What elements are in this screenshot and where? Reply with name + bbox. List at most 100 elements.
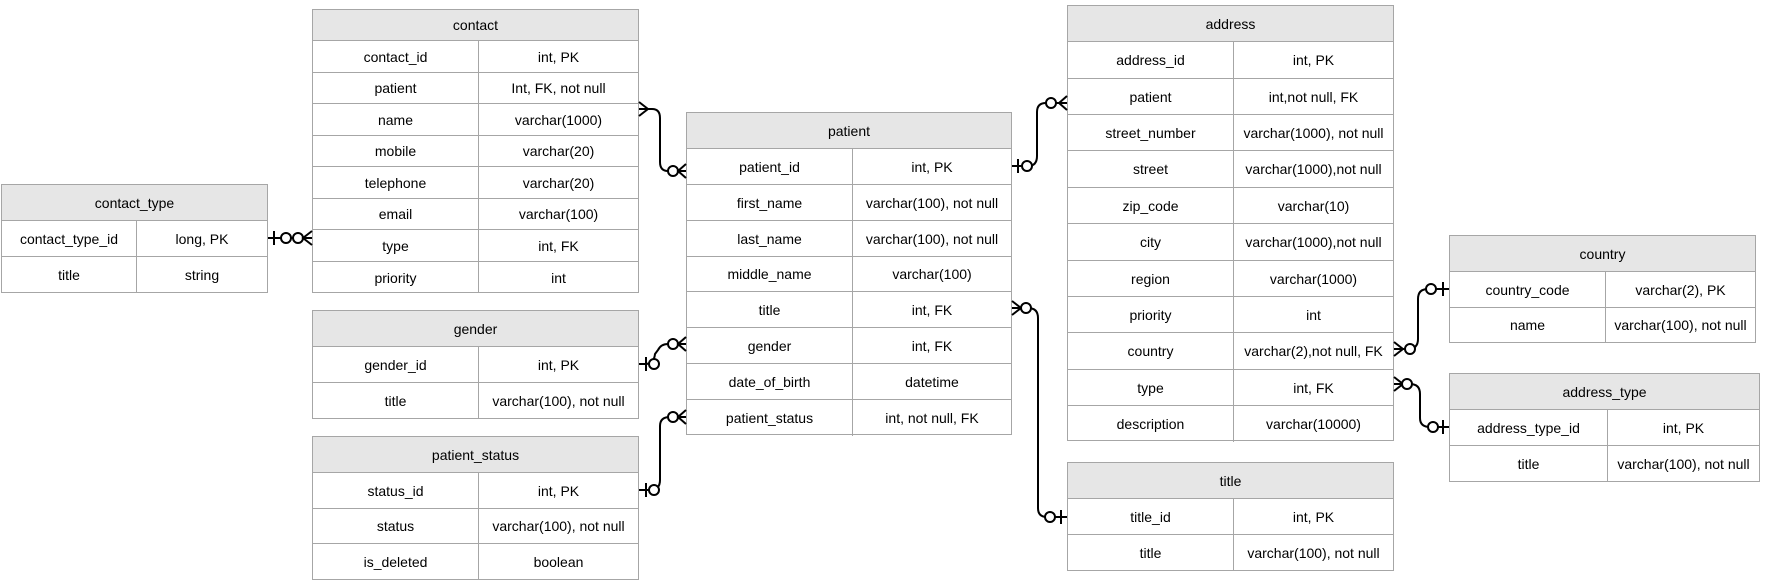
entity-header: contact xyxy=(313,10,638,41)
field-name: date_of_birth xyxy=(687,364,853,399)
entity-header: address xyxy=(1068,6,1393,42)
field-type: varchar(2), PK xyxy=(1635,281,1726,298)
table-row: telephone varchar(20) xyxy=(313,167,638,199)
field-name: contact_id xyxy=(313,41,479,72)
field-name: region xyxy=(1068,261,1234,296)
field-name: first_name xyxy=(687,185,853,220)
entity-header: contact_type xyxy=(2,185,267,221)
field-name: middle_name xyxy=(687,257,853,291)
field-type: varchar(100), not null xyxy=(492,392,625,409)
field-name: street xyxy=(1068,151,1234,187)
field-type: long, PK xyxy=(175,230,229,247)
table-row: name varchar(100), not null xyxy=(1450,308,1755,342)
relation-address-type xyxy=(1393,376,1449,434)
field-name: gender xyxy=(687,328,853,363)
field-name: street_number xyxy=(1068,115,1234,150)
field-name: name xyxy=(1450,308,1606,342)
table-row: priority int xyxy=(1068,297,1393,333)
field-name: last_name xyxy=(687,221,853,256)
field-type: varchar(100) xyxy=(518,206,599,222)
field-type: varchar(100), not null xyxy=(865,194,999,211)
field-type: int, FK xyxy=(538,237,579,254)
relation-patient-address xyxy=(1012,95,1068,173)
field-type: varchar(1000) xyxy=(514,111,603,128)
table-row: status varchar(100), not null xyxy=(313,509,638,544)
field-type: int, PK xyxy=(1662,419,1705,436)
entity-header: patient xyxy=(687,113,1011,149)
field-type: varchar(1000),not null xyxy=(1245,234,1382,250)
field-type: int, PK xyxy=(1292,508,1335,525)
field-name: gender_id xyxy=(313,347,479,382)
field-type: varchar(100), not null xyxy=(1614,317,1747,333)
field-type: int, PK xyxy=(537,48,580,65)
table-row: title string xyxy=(2,257,267,292)
table-row: title_id int, PK xyxy=(1068,499,1393,535)
field-name: name xyxy=(313,104,479,135)
table-row: country_code varchar(2), PK xyxy=(1450,272,1755,308)
field-type: int, not null, FK xyxy=(885,410,979,426)
field-type: varchar(1000) xyxy=(1269,270,1358,287)
table-row: priority int xyxy=(313,262,638,293)
table-row: street varchar(1000),not null xyxy=(1068,151,1393,188)
field-name: telephone xyxy=(313,167,479,198)
field-name: patient xyxy=(313,73,479,103)
field-name: title xyxy=(2,257,137,292)
entity-header: patient_status xyxy=(313,437,638,473)
field-type: boolean xyxy=(533,553,584,570)
field-type: int, FK xyxy=(1293,379,1334,396)
field-name: priority xyxy=(1068,297,1234,332)
table-row: zip_code varchar(10) xyxy=(1068,188,1393,224)
field-name: priority xyxy=(313,262,479,293)
field-type: varchar(1000), not null xyxy=(1243,124,1384,141)
field-type: string xyxy=(184,266,220,283)
entity-header: address_type xyxy=(1450,374,1759,410)
field-name: patient xyxy=(1068,79,1234,114)
field-type: varchar(1000),not null xyxy=(1245,161,1382,177)
field-type: int xyxy=(1306,306,1321,323)
field-type: int, PK xyxy=(537,356,580,373)
table-row: date_of_birth datetime xyxy=(687,364,1011,400)
field-type: int, FK xyxy=(911,337,953,354)
field-type: varchar(10) xyxy=(1277,197,1350,214)
field-type: varchar(100), not null xyxy=(865,230,999,247)
field-name: zip_code xyxy=(1068,188,1234,223)
field-name: patient_id xyxy=(687,149,853,184)
table-row: street_number varchar(1000), not null xyxy=(1068,115,1393,151)
field-type: int, FK xyxy=(911,301,953,318)
field-name: status xyxy=(313,509,479,543)
table-row: last_name varchar(100), not null xyxy=(687,221,1011,257)
field-type: varchar(20) xyxy=(522,174,595,191)
entity-contact_type[interactable]: contact_type contact_type_id long, PK ti… xyxy=(1,184,268,293)
field-type: datetime xyxy=(905,373,959,390)
field-name: patient_status xyxy=(687,400,853,436)
field-name: is_deleted xyxy=(313,544,479,579)
field-type: int xyxy=(551,269,566,286)
field-type: varchar(100), not null xyxy=(492,518,625,534)
field-name: status_id xyxy=(313,473,479,508)
relation-address-country xyxy=(1393,282,1449,357)
relation-contact-patient xyxy=(638,101,687,179)
field-name: country_code xyxy=(1450,272,1606,307)
field-name: title_id xyxy=(1068,499,1234,534)
field-name: contact_type_id xyxy=(2,221,137,256)
table-row: gender_id int, PK xyxy=(313,347,638,383)
